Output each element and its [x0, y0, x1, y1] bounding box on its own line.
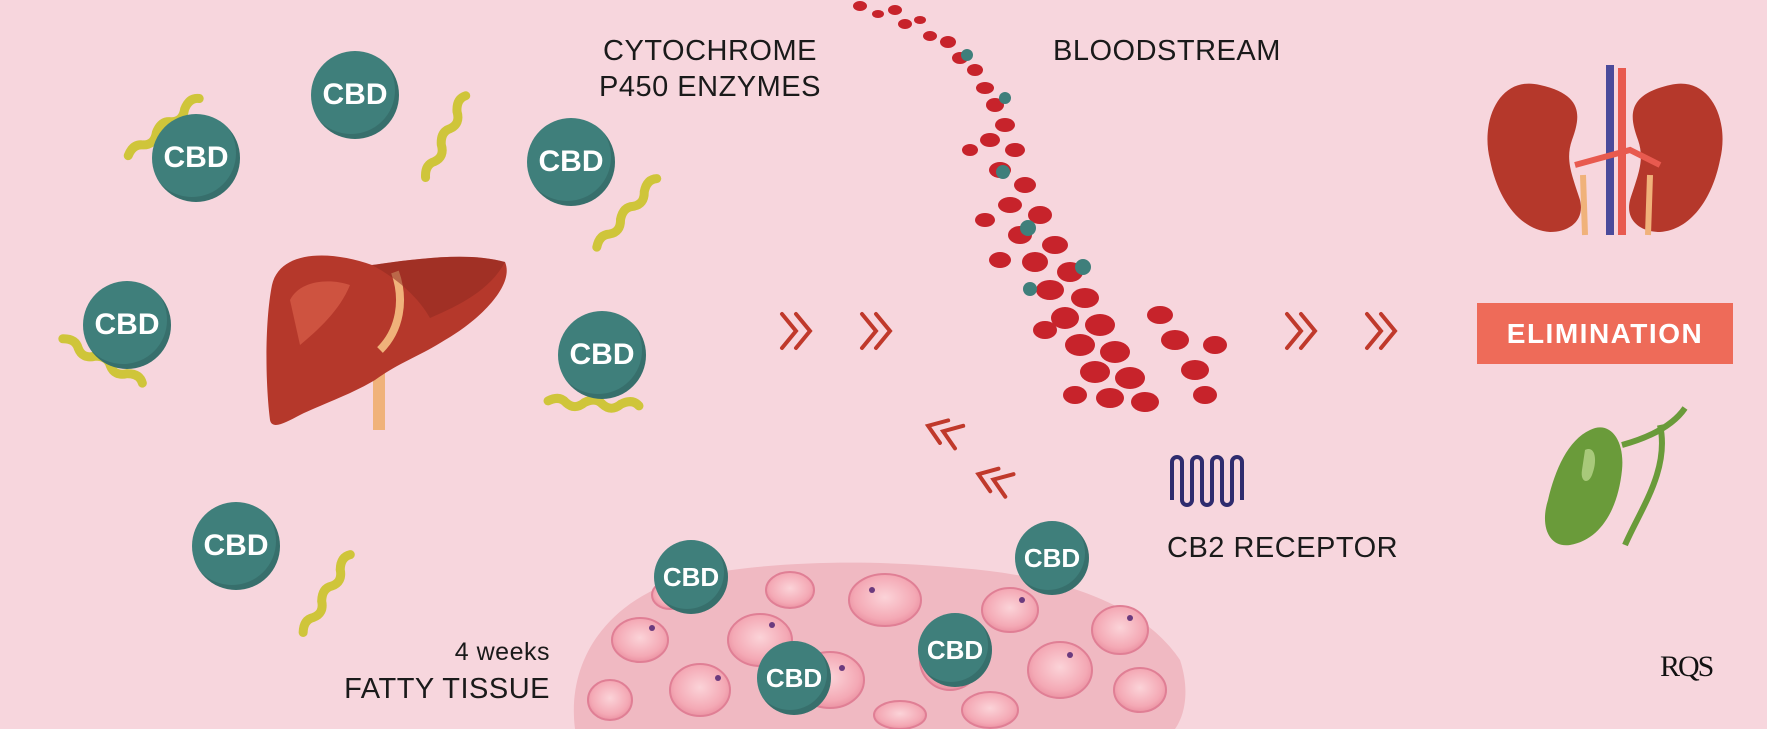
cbd-molecule: CBD [83, 281, 171, 369]
cbd-molecule: CBD [757, 641, 831, 715]
cbd-molecule: CBD [192, 502, 280, 590]
cbd-molecule: CBD [558, 311, 646, 399]
cytochrome-label-line2: P450 ENZYMES [599, 71, 821, 103]
cb2-receptor-icon [1170, 455, 1244, 507]
cytochrome-label-line1: CYTOCHROME [603, 35, 817, 67]
blood-cells-icon [853, 1, 1227, 412]
kidneys-icon [1487, 65, 1723, 236]
elimination-label: ELIMINATION [1477, 303, 1733, 364]
cbd-molecule: CBD [1015, 521, 1089, 595]
fatty-tissue-label: FATTY TISSUE [344, 673, 550, 705]
cbd-molecule: CBD [918, 613, 992, 687]
bloodstream-label: BLOODSTREAM [1053, 35, 1281, 67]
cytochrome-label: CYTOCHROME P450 ENZYMES [590, 33, 830, 105]
rqs-logo: RQS [1660, 650, 1714, 683]
cb2-receptor-label: CB2 RECEPTOR [1167, 532, 1399, 564]
gallbladder-icon [1544, 406, 1688, 547]
cbd-molecule: CBD [152, 114, 240, 202]
liver-icon [266, 255, 507, 430]
cbd-molecule: CBD [527, 118, 615, 206]
double-chevron-icon [780, 312, 1398, 499]
weeks-label: 4 weeks [454, 638, 550, 666]
cbd-molecule: CBD [654, 540, 728, 614]
molecule-squiggles [58, 91, 662, 638]
fat-tissue-icon [573, 562, 1186, 729]
cbd-molecule: CBD [311, 51, 399, 139]
